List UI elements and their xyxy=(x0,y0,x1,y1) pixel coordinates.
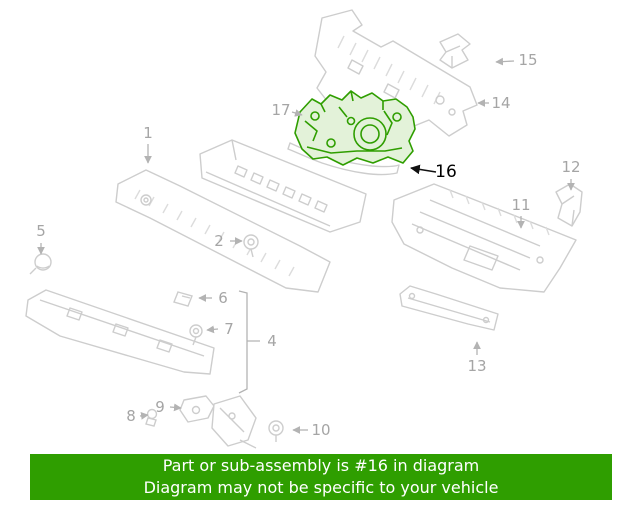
leader-bracket-4 xyxy=(238,290,260,394)
part-12-bracket xyxy=(555,183,583,227)
callout-16-highlighted: 16 xyxy=(435,162,457,182)
part-5-grommet xyxy=(29,253,52,275)
leader-arrow-17 xyxy=(291,109,303,117)
callout-1: 1 xyxy=(143,124,153,142)
callout-8: 8 xyxy=(126,407,136,425)
part-7-bolt xyxy=(189,324,203,346)
callout-5: 5 xyxy=(36,222,46,240)
banner-line-2: Diagram may not be specific to your vehi… xyxy=(143,478,499,497)
callout-12: 12 xyxy=(561,158,581,176)
part-cowl-panel-slotted xyxy=(199,139,367,233)
part-15-bracket xyxy=(439,33,471,69)
part-16-highlighted-assembly xyxy=(294,90,416,166)
callout-17: 17 xyxy=(271,101,291,119)
part-8-clip xyxy=(145,408,158,427)
part-lower-bracket xyxy=(211,395,257,449)
callout-13: 13 xyxy=(467,357,487,375)
leader-arrows xyxy=(37,57,575,434)
leader-arrow-8 xyxy=(139,412,149,420)
part-11-panel xyxy=(391,183,577,293)
part-1-leaf-screen xyxy=(115,169,331,293)
part-left-sill-strip xyxy=(25,289,215,375)
banner-line-1: Part or sub-assembly is #16 in diagram xyxy=(162,456,480,476)
leader-arrow-9 xyxy=(169,403,182,412)
callout-14: 14 xyxy=(491,94,511,112)
callout-10: 10 xyxy=(311,421,331,439)
callout-6: 6 xyxy=(218,289,228,307)
part-10-fastener xyxy=(268,420,284,442)
leader-arrow-16 xyxy=(410,164,437,175)
part-13-crossmember xyxy=(399,285,499,331)
note-banner: Part or sub-assembly is #16 in diagram D… xyxy=(30,454,612,500)
callout-4: 4 xyxy=(267,332,277,350)
callout-11: 11 xyxy=(511,196,531,214)
part-2-bolt xyxy=(243,234,259,258)
part-9-bracket xyxy=(179,395,215,423)
callout-9: 9 xyxy=(155,398,165,416)
callout-7: 7 xyxy=(224,320,234,338)
callout-2: 2 xyxy=(214,232,224,250)
callout-15: 15 xyxy=(518,51,538,69)
leader-arrow-15 xyxy=(495,57,515,66)
part-6-clip xyxy=(173,291,193,307)
exploded-parts-drawing xyxy=(25,9,583,449)
leader-arrow-7 xyxy=(206,325,219,334)
